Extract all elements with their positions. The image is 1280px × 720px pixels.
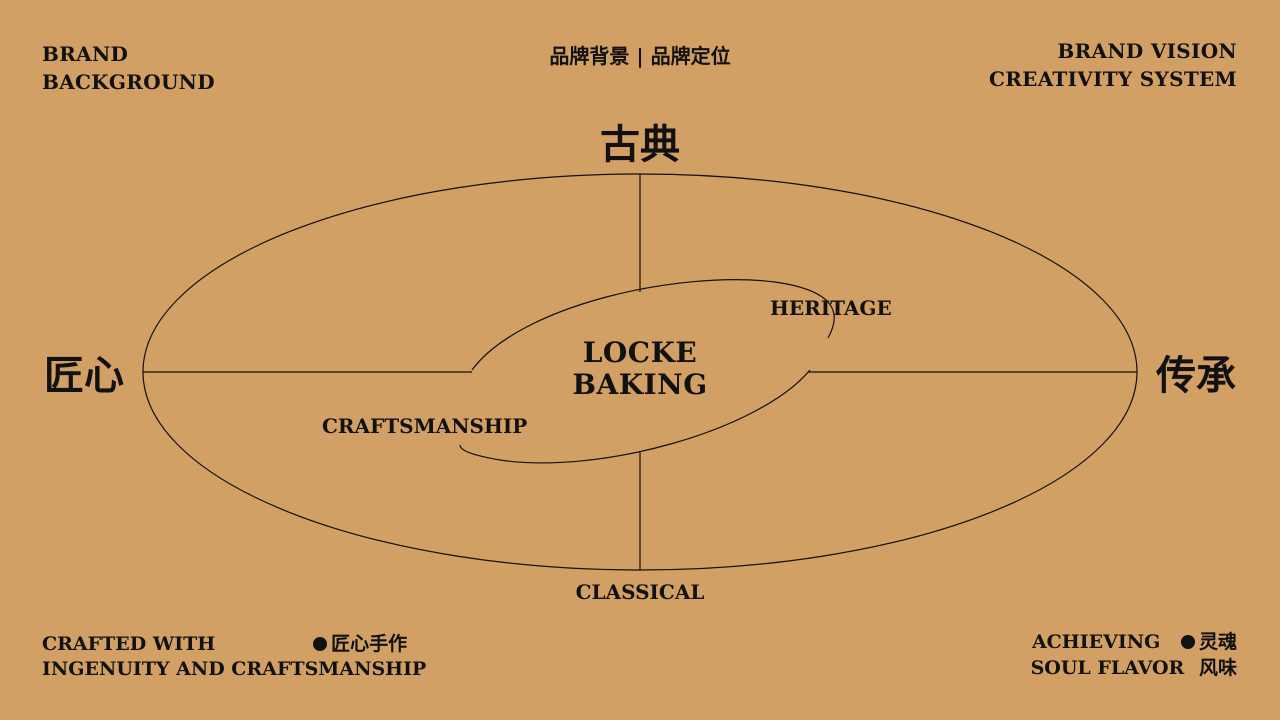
axis-left-label: 匠心 [44, 352, 124, 399]
footer-right-line1: ACHIEVING [1031, 631, 1161, 653]
section-title-cn: 品牌背景 | 品牌定位 [549, 44, 731, 68]
footer-left-row1: CRAFTED WITH 匠心手作 [42, 632, 426, 657]
center-brand-line2: BAKING [572, 368, 708, 401]
bullet-dot-icon [1180, 635, 1195, 649]
footer-left-line1: CRAFTED WITH [42, 633, 216, 655]
inner-craftsmanship-label: CRAFTSMANSHIP [322, 414, 528, 438]
footer-right-block: ACHIEVING 灵魂 SOUL FLAVOR 风味 [1031, 629, 1237, 681]
footer-right-cn2: 风味 [1198, 657, 1237, 679]
brand-background-heading: BRAND BACKGROUND [42, 40, 215, 96]
footer-left-cn: 匠心手作 [313, 632, 407, 657]
brand-vision-line2: CREATIVITY SYSTEM [989, 67, 1237, 91]
brand-vision-heading: BRAND VISION CREATIVITY SYSTEM [989, 37, 1237, 93]
footer-right-cn1-wrap: 灵魂 [1180, 631, 1237, 653]
brand-background-line1: BRAND [42, 42, 129, 66]
axis-top-label: 古典 [600, 121, 680, 168]
footer-right-row1: ACHIEVING 灵魂 [1031, 629, 1237, 655]
brand-background-line2: BACKGROUND [42, 70, 215, 94]
brand-vision-line1: BRAND VISION [1057, 39, 1237, 63]
footer-left-cn-text: 匠心手作 [331, 633, 408, 655]
center-brand-line1: LOCKE [582, 336, 698, 369]
footer-right-cn1: 灵魂 [1198, 631, 1237, 653]
footer-left-line2: INGENUITY AND CRAFTSMANSHIP [42, 658, 427, 680]
footer-right-line2: SOUL FLAVOR [1030, 657, 1185, 679]
bullet-dot-icon [313, 637, 328, 651]
axis-right-label: 传承 [1156, 352, 1236, 399]
footer-left-block: CRAFTED WITH 匠心手作 INGENUITY AND CRAFTSMA… [42, 632, 426, 682]
footer-right-row2: SOUL FLAVOR 风味 [1031, 655, 1237, 681]
inner-ellipse-lower-arc [459, 369, 811, 464]
inner-ellipse-upper-arc [471, 279, 835, 371]
center-brand-name: LOCKE BAKING [0, 337, 1280, 401]
axis-bottom-label: CLASSICAL [575, 580, 705, 604]
inner-heritage-label: HERITAGE [770, 296, 892, 320]
